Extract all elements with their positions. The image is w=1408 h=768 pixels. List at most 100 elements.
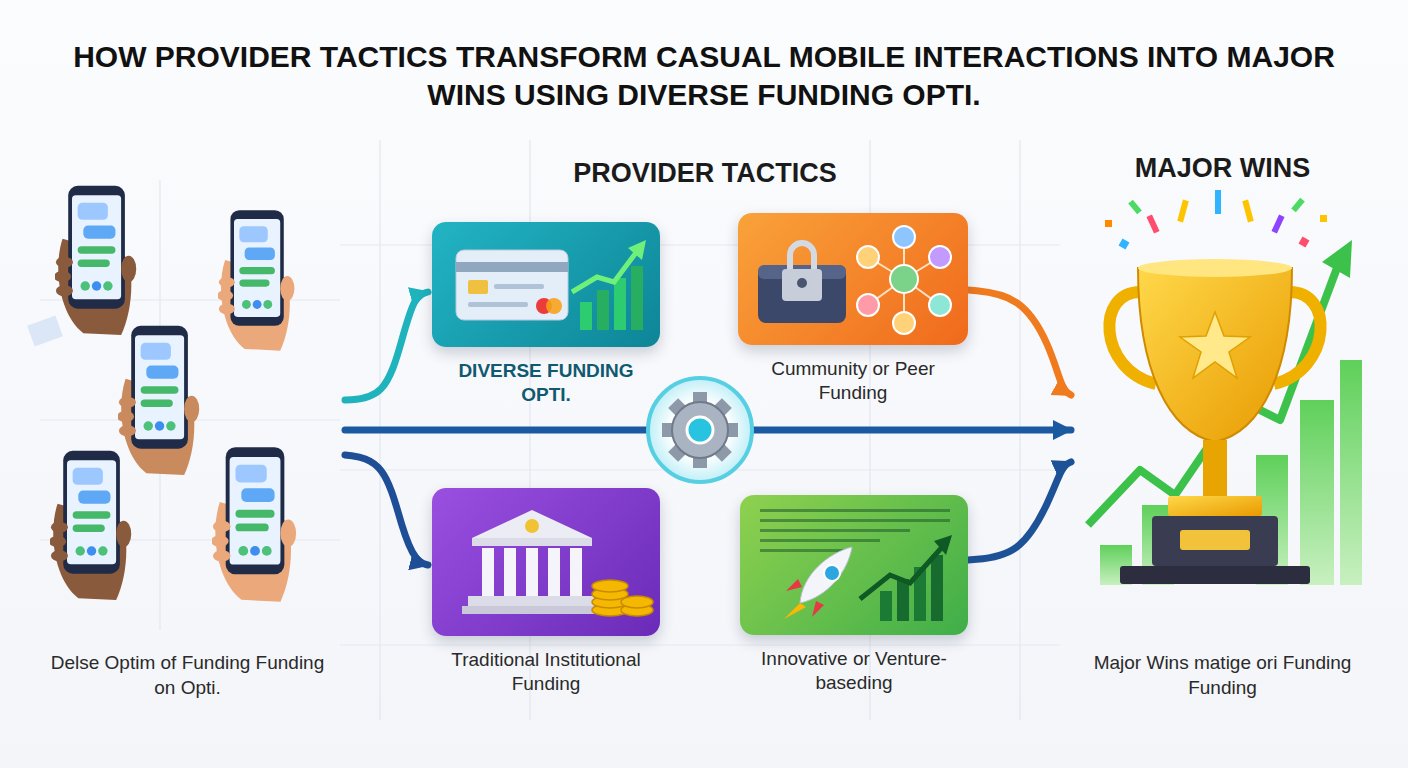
drawing-part	[504, 548, 516, 596]
drawing-part	[880, 591, 892, 621]
drawing-part	[1271, 215, 1284, 234]
phone-hand	[117, 326, 199, 475]
drawing-part	[1128, 200, 1142, 215]
drawing-part	[1242, 200, 1253, 223]
card-credit-icon	[432, 222, 660, 347]
trophy-rim	[1138, 259, 1292, 277]
trophy-star	[1180, 312, 1250, 378]
trophy-cup	[1138, 268, 1292, 442]
sleeve	[27, 316, 63, 347]
drawing-part	[468, 302, 528, 307]
drawing-part	[857, 226, 951, 334]
drawing-part	[468, 596, 596, 606]
gear-body	[672, 402, 728, 458]
funding-card: DIVERSE FUNDING OPTI.	[432, 222, 660, 407]
drawing-part	[931, 555, 943, 621]
drawing-part	[760, 519, 950, 522]
card-face	[738, 213, 968, 345]
trophy-plinth	[1120, 566, 1310, 584]
growth-arrow-head	[1322, 240, 1352, 278]
drawing-part	[760, 509, 950, 552]
drawing-part	[760, 509, 950, 512]
drawing-part	[482, 548, 494, 596]
drawing-part	[929, 294, 951, 316]
drawing-part	[548, 548, 560, 596]
drawing-part	[857, 246, 879, 268]
drawing-part	[572, 250, 638, 292]
card-peer-icon	[738, 213, 968, 345]
flow-arrow	[345, 292, 428, 400]
drawing-part	[1320, 215, 1327, 222]
diagram-title: HOW PROVIDER TACTICS TRANSFORM CASUAL MO…	[34, 38, 1374, 114]
drawing-part	[546, 298, 562, 314]
drawing-part	[472, 538, 592, 546]
flow-arrow	[968, 462, 1071, 560]
drawing-part	[760, 539, 880, 542]
drawing-part	[525, 519, 539, 533]
drawing-part	[934, 535, 952, 555]
drawing-part	[860, 545, 944, 599]
drawing-part	[1105, 220, 1112, 227]
illustrated-group: Delse Optim of Funding Funding on Opti.	[30, 185, 345, 700]
phones-illustration	[27, 186, 296, 602]
card-label: DIVERSE FUNDING OPTI.	[432, 359, 660, 407]
drawing-part	[893, 226, 915, 248]
drawing-part	[1119, 239, 1130, 250]
drawing-part	[929, 246, 951, 268]
drawing-part	[1177, 200, 1188, 223]
phone-hand	[217, 210, 294, 350]
drawing-part	[784, 603, 806, 619]
drawing-part	[570, 548, 582, 596]
card-bank-icon	[432, 488, 660, 636]
card-label: Cummunity or Peer Funding	[738, 357, 968, 405]
section-heading: MAJOR WINS	[1121, 152, 1325, 184]
drawing-part	[482, 548, 582, 596]
drawing-part	[456, 262, 568, 272]
trophy-plate	[1180, 530, 1250, 550]
card-face	[432, 488, 660, 636]
card-face	[740, 495, 968, 635]
drawing-part	[857, 294, 879, 316]
drawing-part	[472, 510, 592, 538]
drawing-part	[631, 266, 643, 330]
drawing-part	[580, 302, 592, 330]
drawing-part	[1291, 198, 1305, 213]
illustrated-group: MAJOR WINS Major Wins matige ori Funding …	[1075, 152, 1370, 700]
trophy-illustration	[1088, 190, 1362, 585]
card-face	[432, 222, 660, 347]
drawing-part	[760, 549, 850, 552]
drawing-part	[456, 250, 568, 320]
drawing-part	[468, 280, 488, 294]
trophy-base	[1152, 516, 1278, 566]
center-gear	[648, 378, 752, 482]
phone-hand	[54, 186, 136, 335]
drawing-part	[1146, 215, 1159, 234]
drawing-part	[812, 601, 824, 617]
drawing-part	[1340, 360, 1362, 585]
drawing-part	[782, 269, 822, 301]
drawing-part	[797, 278, 807, 288]
gear-ring	[648, 378, 752, 482]
phone-hand	[211, 447, 296, 601]
drawing-part	[760, 529, 910, 532]
drawing-part	[614, 278, 626, 330]
drawing-part	[628, 240, 646, 260]
funding-card: Innovative or Venture-baseding	[740, 495, 968, 695]
caption-text: Major Wins matige ori Funding Funding	[1075, 650, 1370, 700]
flow-arrow	[345, 455, 428, 565]
drawing-part	[758, 265, 846, 323]
trophy-collar	[1168, 496, 1262, 516]
drawing-part	[890, 265, 918, 293]
drawing-part	[526, 548, 538, 596]
drawing-part	[621, 596, 653, 608]
phone-hand	[49, 451, 131, 600]
section-heading: PROVIDER TACTICS	[540, 158, 870, 189]
drawing-part	[897, 579, 909, 621]
card-label: Traditional Institutional Funding	[432, 648, 660, 696]
drawing-part	[800, 547, 852, 603]
growth-arrow	[1088, 260, 1340, 525]
drawing-part	[592, 580, 628, 592]
grid-line	[340, 644, 1060, 645]
card-rocket-icon	[740, 495, 968, 635]
